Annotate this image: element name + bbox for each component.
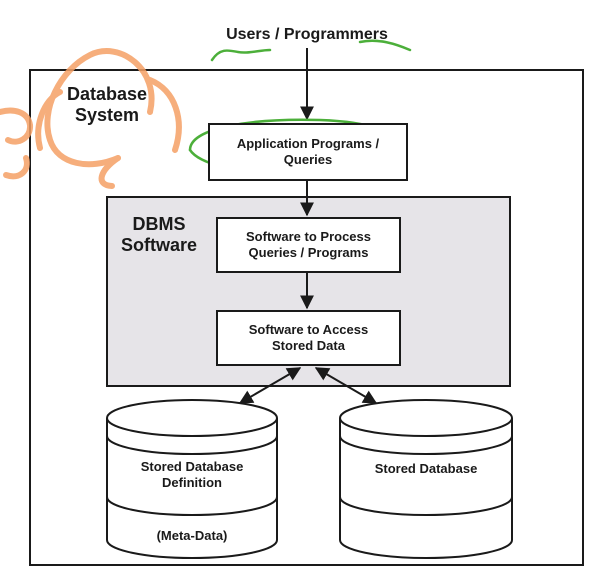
access-stored-data-text: Software to Access Stored Data [248,322,369,353]
stored-database-cylinder [339,399,513,559]
meta-data-label: (Meta-Data) [156,528,228,543]
dbms-software-label: DBMS Software [120,214,198,255]
application-programs-text: Application Programs / Queries [236,136,380,167]
application-programs-box: Application Programs / Queries [208,123,408,181]
access-stored-data-box: Software to Access Stored Data [216,310,401,366]
stored-definition-cylinder [106,399,278,559]
process-queries-text: Software to Process Queries / Programs [246,229,371,260]
stored-database-label: Stored Database [374,461,478,476]
process-queries-box: Software to Process Queries / Programs [216,217,401,273]
arrow-access-definition [238,367,302,404]
users-programmers-label: Users / Programmers [226,26,388,43]
database-system-label: Database System [66,84,148,125]
orange-pen-annotation [0,48,182,189]
arrow-access-database [314,367,378,404]
stored-definition-label: Stored Database Definition [140,459,244,490]
